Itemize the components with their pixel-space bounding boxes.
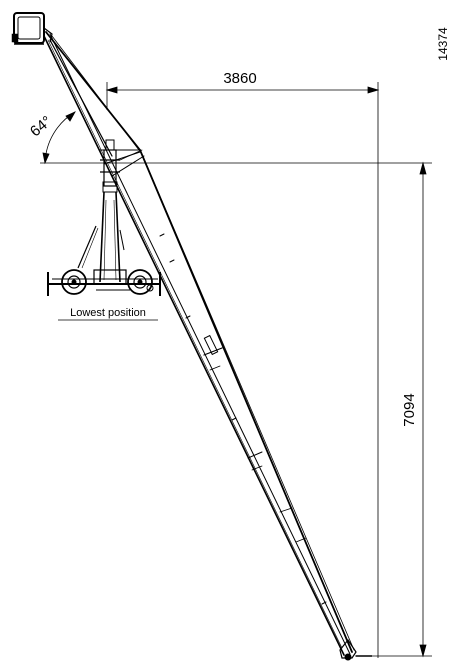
angle-value: 64° xyxy=(27,113,55,141)
angle-arrow-top xyxy=(65,111,76,122)
angle-arrow-bottom xyxy=(42,152,50,165)
horizontal-dimension xyxy=(105,82,380,658)
dolly-wheel-left xyxy=(61,269,87,295)
vertical-dimension xyxy=(40,161,432,658)
boom-arm xyxy=(43,31,355,656)
reach-arrow-left xyxy=(105,86,118,94)
height-value: 7094 xyxy=(401,393,418,426)
angle-indicator xyxy=(42,111,76,165)
reach-value: 3860 xyxy=(223,70,256,87)
dolly-wheel-right xyxy=(127,269,154,295)
drawing-number: 14374 xyxy=(436,27,450,61)
height-arrow-top xyxy=(419,161,427,175)
height-arrow-bottom xyxy=(419,644,427,658)
mast-column xyxy=(77,139,125,283)
lowest-position-caption: Lowest position xyxy=(70,307,146,319)
reach-arrow-right xyxy=(367,86,380,94)
boom-foot xyxy=(339,638,372,661)
camera-head xyxy=(11,12,53,45)
